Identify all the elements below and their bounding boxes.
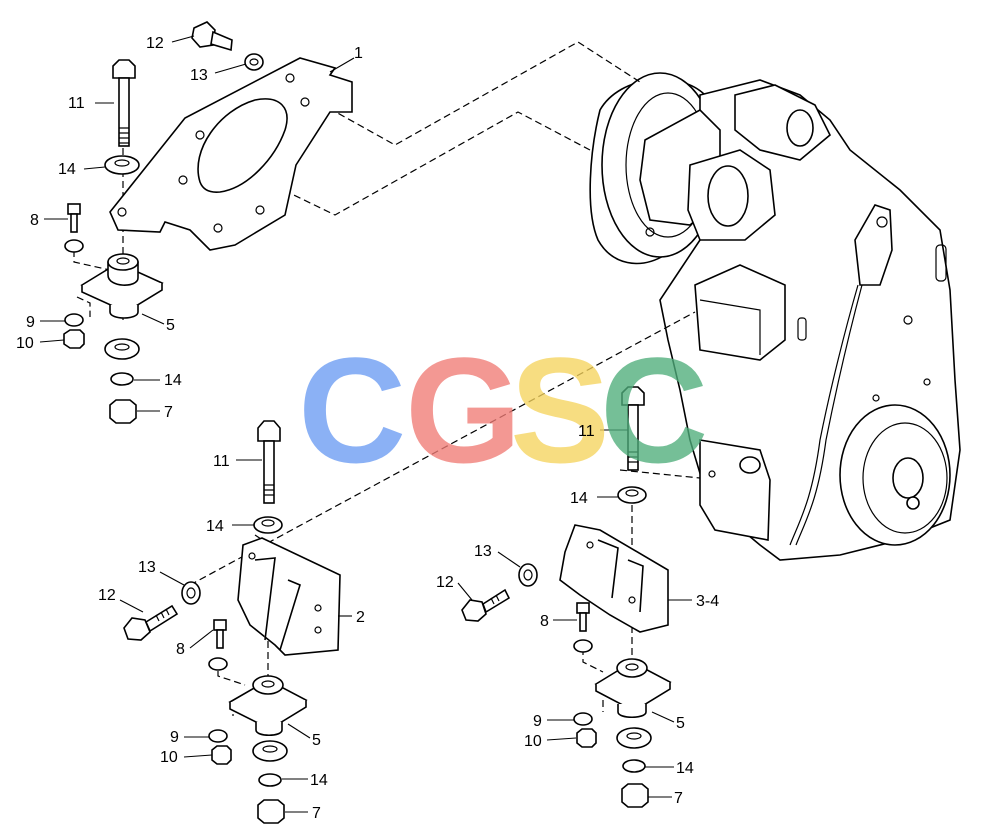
callout-14-center-lower: 14: [310, 772, 328, 789]
callout-11-center: 11: [213, 453, 230, 470]
callout-9-top: 9: [26, 314, 35, 331]
callout-8-right: 8: [540, 613, 549, 630]
watermark: C G S C: [298, 326, 708, 494]
washer-right-small: [573, 639, 593, 653]
callout-7-right: 7: [674, 790, 683, 807]
callout-7-center: 7: [312, 805, 321, 822]
callout-labels: 1 12 13 11 14 8 9 10 5 14 7 11 14 13 12 …: [16, 35, 719, 822]
callout-8-top: 8: [30, 212, 39, 229]
bolt-part-12-top: [191, 21, 233, 52]
callout-14-right-lower: 14: [676, 760, 694, 777]
washer-part-14-right: [617, 486, 647, 504]
nut-part-7-right: [621, 783, 649, 808]
spacer-part-14-center-lower: [252, 740, 288, 762]
nut-part-7-top: [109, 399, 137, 424]
washer-part-9-top: [64, 313, 84, 327]
transmission-housing: [589, 72, 961, 561]
bolt-part-12-right: [461, 588, 511, 622]
leader-lines: [39, 35, 692, 813]
bolt-part-8-center: [213, 619, 227, 649]
callout-12-center: 12: [98, 587, 116, 604]
callout-5-center: 5: [312, 732, 321, 749]
washer-part-9-right: [573, 712, 593, 726]
callout-12-top: 12: [146, 35, 164, 52]
mount-part-5-right: [594, 658, 672, 719]
mount-part-5-center: [228, 675, 308, 737]
callout-11-top: 11: [68, 95, 85, 112]
callout-3-4: 3-4: [696, 593, 719, 610]
callout-14-top: 14: [58, 161, 76, 178]
bracket-part-1: [109, 57, 353, 251]
bolt-part-8-top: [67, 203, 81, 233]
callout-13-center: 13: [138, 559, 156, 576]
bolt-part-11-right: [621, 386, 645, 471]
callout-14-center: 14: [206, 518, 224, 535]
washer-part-13-center: [181, 581, 201, 605]
nut-part-10-center: [211, 745, 232, 765]
bolt-part-11-center: [257, 420, 281, 504]
watermark-letter-c2: C: [600, 326, 708, 494]
washer-part-14-top: [104, 155, 140, 175]
washer-top-small: [64, 239, 84, 253]
callout-10-right: 10: [524, 733, 542, 750]
callout-12-right: 12: [436, 574, 454, 591]
callout-14-right: 14: [570, 490, 588, 507]
washer-part-14-right-lower: [622, 759, 646, 773]
callout-9-center: 9: [170, 729, 179, 746]
callout-10-top: 10: [16, 335, 34, 352]
washer-part-14-top-lower: [110, 372, 134, 386]
callout-2: 2: [356, 609, 365, 626]
watermark-letter-g: G: [405, 326, 522, 494]
bolt-part-12-center: [123, 604, 179, 641]
spacer-part-14-right-lower: [616, 727, 652, 749]
callout-14-top-lower: 14: [164, 372, 182, 389]
bolt-part-11-top: [112, 59, 136, 147]
washer-part-13-top: [244, 53, 264, 71]
callout-1: 1: [354, 45, 363, 62]
watermark-letter-c1: C: [298, 326, 406, 494]
spacer-part-14-top: [104, 338, 140, 360]
washer-part-9-center: [208, 729, 228, 743]
nut-part-7-center: [257, 799, 285, 824]
nut-part-10-top: [63, 329, 85, 349]
callout-5-right: 5: [676, 715, 685, 732]
nut-part-10-right: [576, 728, 597, 748]
callout-13-right: 13: [474, 543, 492, 560]
callout-13-top: 13: [190, 67, 208, 84]
washer-part-13-right: [518, 563, 538, 587]
callout-5-top: 5: [166, 317, 175, 334]
bracket-part-2: [237, 537, 341, 656]
washer-center-small: [208, 657, 228, 671]
washer-part-14-center: [253, 516, 283, 534]
watermark-letter-s: S: [510, 326, 610, 494]
bracket-part-3-4: [559, 524, 669, 633]
washer-part-14-center-lower: [258, 773, 282, 787]
callout-10-center: 10: [160, 749, 178, 766]
callout-9-right: 9: [533, 713, 542, 730]
bolt-part-8-right: [576, 602, 590, 632]
mount-part-5-top: [80, 253, 164, 319]
callout-11-right: 11: [578, 423, 595, 440]
callout-8-center: 8: [176, 641, 185, 658]
callout-7-top: 7: [164, 404, 173, 421]
